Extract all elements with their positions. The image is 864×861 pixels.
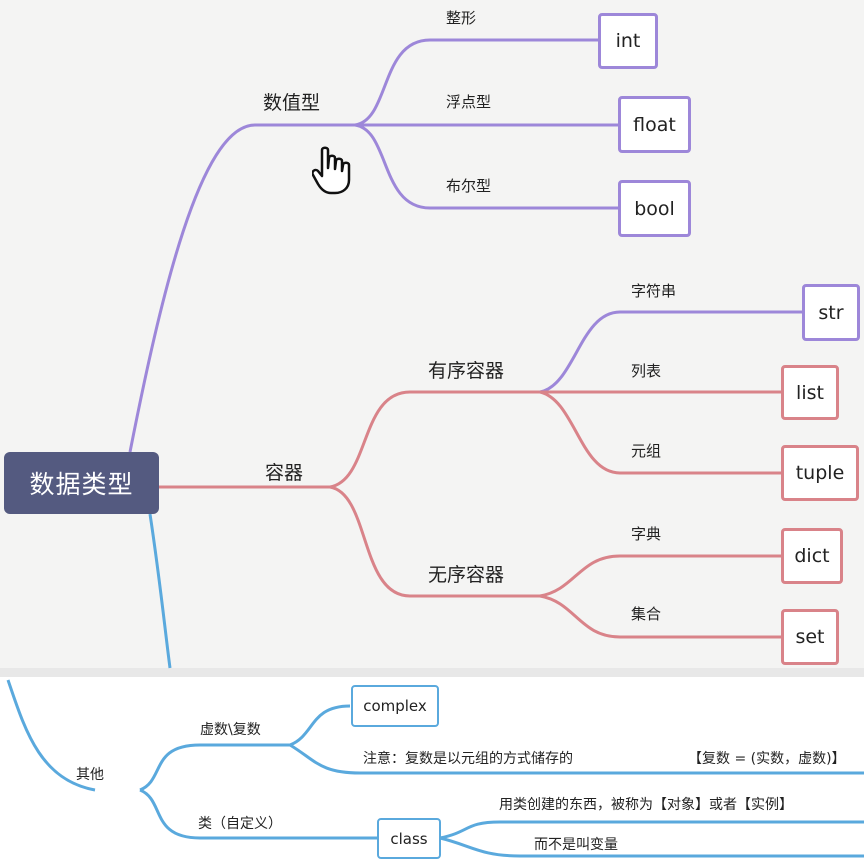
int-label: 整形 bbox=[446, 9, 477, 27]
complex-box[interactable]: complex bbox=[351, 685, 439, 727]
edge-container-ordered bbox=[329, 390, 540, 489]
tuple-label: 元组 bbox=[631, 442, 662, 460]
class-note1: 用类创建的东西，被称为【对象】或者【实例】 bbox=[499, 797, 793, 813]
edge-complex-note bbox=[289, 743, 864, 775]
complex-note-right: 【复数 = (实数，虚数)】 bbox=[688, 751, 846, 767]
complex-label: 虚数\复数 bbox=[200, 722, 261, 738]
complex-note: 注意：复数是以元组的方式储存的 bbox=[363, 751, 573, 767]
dict-label: 字典 bbox=[631, 525, 662, 543]
edge-class-note1 bbox=[439, 820, 864, 840]
edge-container-unordered bbox=[329, 485, 540, 598]
other-label: 其他 bbox=[76, 767, 104, 783]
set-label: 集合 bbox=[631, 605, 662, 623]
set-box[interactable]: set bbox=[781, 609, 839, 665]
panel-seam bbox=[0, 668, 864, 677]
bool-box[interactable]: bool bbox=[618, 180, 691, 237]
class-box[interactable]: class bbox=[377, 818, 441, 859]
int-box[interactable]: int bbox=[598, 13, 658, 69]
edge-root-numeric bbox=[128, 123, 355, 453]
ordered-label: 有序容器 bbox=[428, 360, 505, 382]
edge-complex-box bbox=[289, 704, 351, 747]
class-label: 类（自定义） bbox=[198, 816, 282, 832]
tuple-box[interactable]: tuple bbox=[781, 445, 859, 501]
str-box[interactable]: str bbox=[802, 284, 860, 341]
float-box[interactable]: float bbox=[618, 96, 691, 153]
edge-ordered-tuple bbox=[539, 390, 785, 475]
edge-other-complex bbox=[139, 743, 290, 792]
list-box[interactable]: list bbox=[781, 365, 839, 420]
bool-label: 布尔型 bbox=[446, 177, 492, 195]
numeric-label: 数值型 bbox=[263, 92, 321, 114]
edge-class-note2 bbox=[439, 836, 864, 858]
float-label: 浮点型 bbox=[446, 93, 492, 111]
edge-root-other-bottom bbox=[6, 679, 96, 792]
edge-root-other-top bbox=[148, 513, 172, 669]
edge-numeric-bool bbox=[354, 123, 620, 210]
edge-unordered-set bbox=[539, 594, 785, 639]
edge-unordered-dict bbox=[539, 554, 785, 598]
edge-other-class bbox=[139, 788, 380, 840]
hand-pointer-icon bbox=[311, 146, 352, 200]
edge-numeric-int bbox=[354, 38, 600, 127]
class-note2: 而不是叫变量 bbox=[534, 837, 618, 853]
list-label: 列表 bbox=[631, 362, 662, 380]
edge-ordered-str bbox=[539, 310, 805, 394]
root-node[interactable]: 数据类型 bbox=[4, 452, 159, 514]
unordered-label: 无序容器 bbox=[428, 564, 505, 586]
str-label: 字符串 bbox=[631, 282, 677, 300]
container-label: 容器 bbox=[265, 462, 304, 484]
dict-box[interactable]: dict bbox=[781, 528, 843, 584]
